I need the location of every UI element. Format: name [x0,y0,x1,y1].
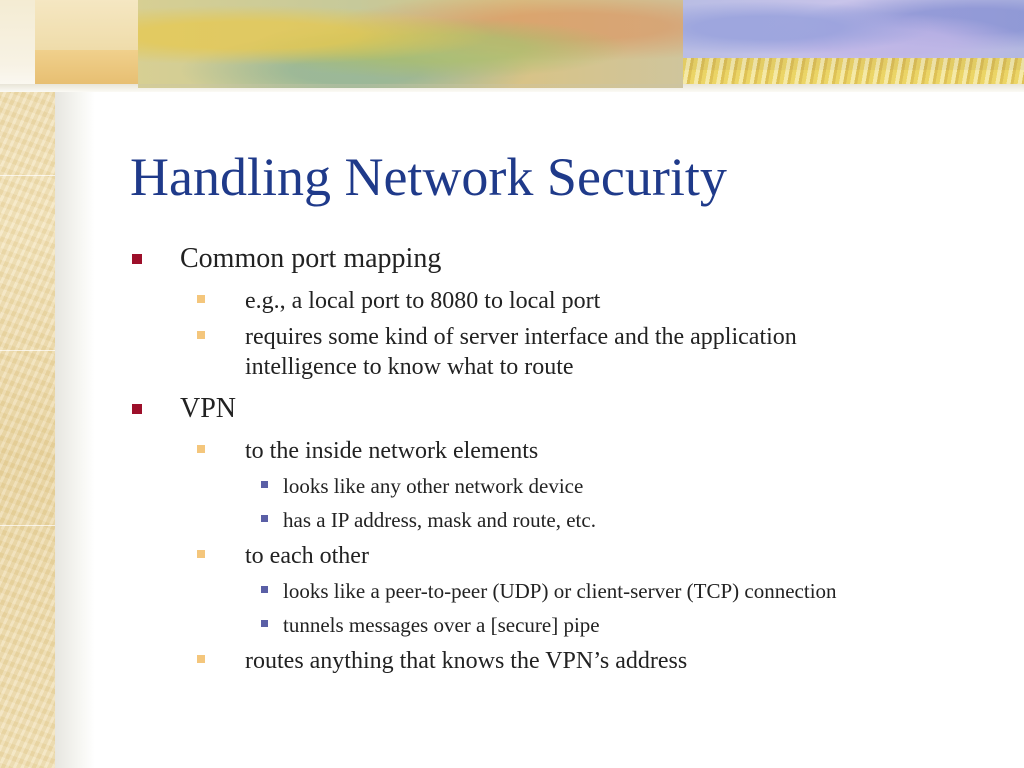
bullet-to-each-other: to each other [197,541,369,571]
banner-leaf-image [138,0,683,88]
left-texture-strip [0,0,55,768]
banner-tab-orange [35,50,138,84]
banner-tab-top [35,0,138,50]
level3-bullet-icon [261,481,268,488]
level3-bullet-icon [261,586,268,593]
bullet-looks-like-network-device: looks like any other network device [261,473,583,499]
level2-bullet-icon [197,295,205,303]
bullet-tunnels-messages: tunnels messages over a [secure] pipe [261,612,600,638]
bullet-peer-to-peer: looks like a peer-to-peer (UDP) or clien… [261,578,837,604]
bullet-inside-network-elements: to the inside network elements [197,436,538,466]
banner-gold-image [683,58,1024,84]
level3-bullet-icon [261,515,268,522]
bullet-eg-local-port: e.g., a local port to 8080 to local port [197,286,600,316]
bullet-text: e.g., a local port to 8080 to local port [245,288,601,314]
level2-bullet-icon [197,331,205,339]
bullet-text: to the inside network elements [245,438,539,464]
level1-bullet-icon [132,404,142,414]
level1-bullet-icon [132,254,142,264]
bullet-text: routes anything that knows the VPN’s add… [245,648,688,674]
bullet-text: Common port mapping [180,243,442,274]
level2-bullet-icon [197,550,205,558]
bullet-text: VPN [180,393,237,424]
slide-title: Handling Network Security [130,147,727,207]
bullet-has-ip-address: has a IP address, mask and route, etc. [261,507,596,533]
bullet-continuation: intelligence to know what to route [245,352,574,382]
bullet-vpn: VPN [132,393,236,425]
level2-bullet-icon [197,655,205,663]
bullet-text: tunnels messages over a [secure] pipe [283,613,600,637]
level2-bullet-icon [197,445,205,453]
bullet-text: intelligence to know what to route [245,354,574,380]
bullet-common-port-mapping: Common port mapping [132,243,441,275]
bullet-text: requires some kind of server interface a… [245,324,797,350]
bullet-text: looks like any other network device [283,474,584,498]
bullet-text: has a IP address, mask and route, etc. [283,508,596,532]
bullet-routes-anything: routes anything that knows the VPN’s add… [197,646,687,676]
level3-bullet-icon [261,620,268,627]
top-decorative-banner [0,0,1024,92]
bullet-text: to each other [245,543,369,569]
bullet-requires-server-interface: requires some kind of server interface a… [197,322,797,352]
bullet-text: looks like a peer-to-peer (UDP) or clien… [283,579,837,603]
left-shadow [55,0,95,768]
